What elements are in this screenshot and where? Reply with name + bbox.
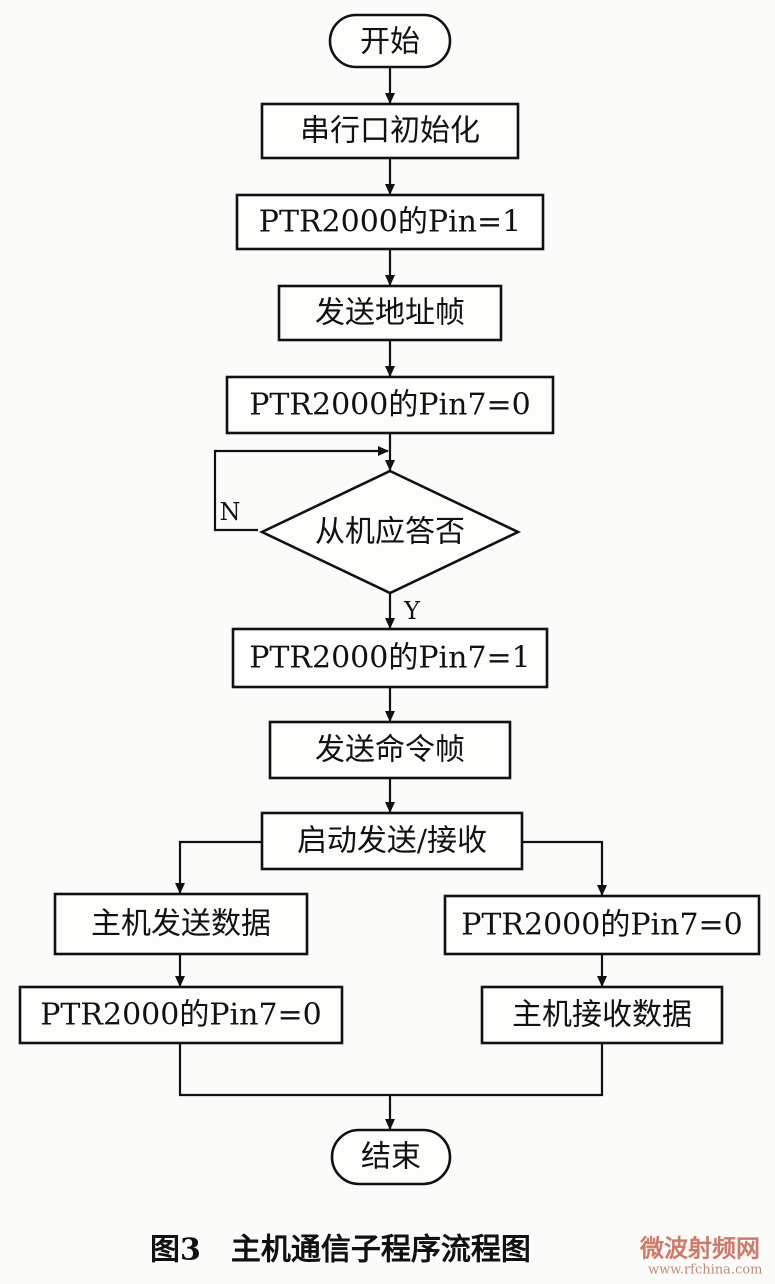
- watermark-url: www.rfchina.com: [648, 1263, 763, 1278]
- set-pin7-1-label: PTR2000的Pin7=1: [249, 641, 531, 676]
- init-serial-label: 串行口初始化: [300, 114, 480, 149]
- end-label: 结束: [361, 1140, 421, 1175]
- set-pin7-0-box-top: PTR2000的Pin7=0: [225, 375, 555, 435]
- send-address-label: 发送地址帧: [315, 296, 465, 331]
- watermark-text: 微波射频网: [639, 1234, 760, 1263]
- set-pin7-0-label-left: PTR2000的Pin7=0: [40, 998, 322, 1033]
- merge-right: [390, 1043, 604, 1097]
- init-serial-box: 串行口初始化: [260, 102, 520, 160]
- host-send-box: 主机发送数据: [53, 892, 309, 956]
- slave-ack-label: 从机应答否: [315, 515, 465, 550]
- start-txrx-box: 启动发送/接收: [260, 811, 524, 871]
- set-pin-label: PTR2000的Pin=1: [259, 205, 521, 240]
- send-address-box: 发送地址帧: [277, 284, 503, 342]
- arrow-start-to-host-send: [175, 840, 262, 894]
- send-command-box: 发送命令帧: [268, 720, 512, 780]
- send-command-label: 发送命令帧: [315, 733, 465, 768]
- start-terminator: 开始: [328, 13, 452, 69]
- set-pin7-0-label-right: PTR2000的Pin7=0: [461, 908, 743, 943]
- host-send-label: 主机发送数据: [91, 907, 271, 942]
- arrow-start-to-pin7-right: [522, 840, 607, 896]
- branch-no-label: N: [220, 498, 241, 526]
- set-pin7-1-box: PTR2000的Pin7=1: [231, 627, 549, 689]
- branch-yes-label: Y: [403, 597, 421, 625]
- figure-caption: 图3 主机通信子程序流程图: [150, 1233, 531, 1268]
- set-pin7-0-box-left: PTR2000的Pin7=0: [18, 985, 344, 1045]
- set-pin-box: PTR2000的Pin=1: [235, 193, 545, 251]
- host-receive-box: 主机接收数据: [480, 985, 724, 1045]
- connectors: [175, 67, 607, 1130]
- set-pin7-0-box-right: PTR2000的Pin7=0: [443, 894, 761, 956]
- end-terminator: 结束: [330, 1128, 452, 1186]
- start-label: 开始: [360, 25, 420, 60]
- slave-ack-decision: 从机应答否: [258, 469, 522, 595]
- host-receive-label: 主机接收数据: [512, 998, 692, 1033]
- set-pin7-0-label-top: PTR2000的Pin7=0: [249, 388, 531, 423]
- loop-no-back: [213, 446, 389, 532]
- watermark-logo: 微波射频网 www.rfchina.com: [639, 1234, 763, 1278]
- start-txrx-label: 启动发送/接收: [297, 824, 487, 859]
- merge-left: [178, 1043, 390, 1097]
